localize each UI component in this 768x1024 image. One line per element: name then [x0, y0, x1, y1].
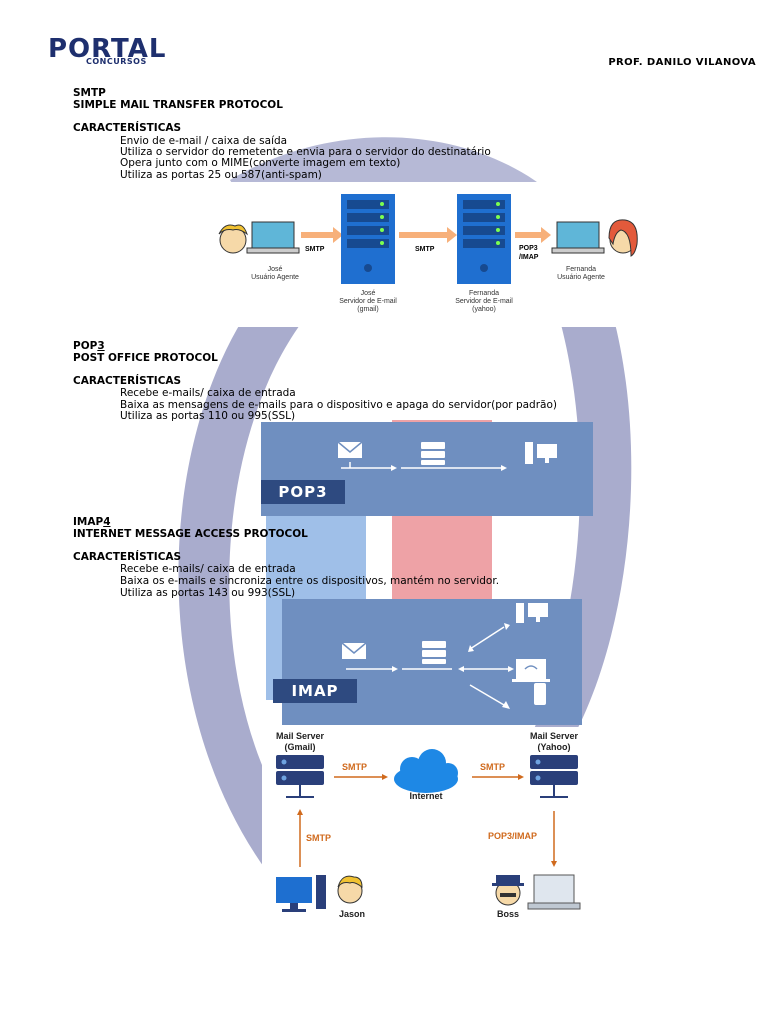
smtp-arrow-label: SMTP — [415, 246, 435, 253]
imap-tag: IMAP — [273, 679, 357, 703]
laptop-icon — [551, 221, 605, 254]
smtp-arrow-label: SMTP — [305, 246, 325, 253]
author-name: PROF. DANILO VILANOVA — [608, 57, 756, 68]
imap-diagram-graphic — [341, 603, 550, 709]
smtp-acronym: SMTP — [73, 87, 106, 99]
pop3-acronym: POP3 — [73, 340, 105, 352]
user-boss-label: Boss — [496, 909, 519, 919]
receiver-label: Fernanda Usuário Agente — [557, 266, 605, 281]
desktop-icon — [516, 603, 548, 623]
smtp-left-label: SMTP — [342, 762, 368, 772]
portal-logo: PORTAL CONCURSOS — [48, 34, 165, 68]
desktop-icon — [525, 442, 557, 464]
phone-icon — [534, 683, 546, 705]
mail-server-gmail-icon — [276, 755, 324, 798]
internet-label: Internet — [409, 791, 443, 801]
pop3-acronym-prefix: POP — [73, 340, 98, 352]
logo-sub-text: CONCURSOS — [86, 57, 147, 66]
server-gmail-icon — [341, 194, 395, 284]
user-jason-icon — [337, 875, 363, 904]
laptop-wifi-icon — [512, 659, 550, 682]
logo-main-text: PORTAL — [48, 34, 167, 64]
laptop-icon — [527, 874, 581, 910]
smtp-feature: Envio de e-mail / caixa de saída — [120, 135, 288, 147]
mail-server-yahoo-icon — [530, 755, 578, 798]
mail-server-yahoo-label: Mail Server (Yahoo) — [529, 731, 579, 752]
sender-label: José Usuário Agente — [251, 266, 299, 281]
user-jose-icon — [218, 224, 248, 254]
pop3-acronym-suffix: 3 — [97, 340, 105, 352]
email-icon — [337, 441, 363, 468]
pop3-diagram: POP3 — [261, 422, 593, 516]
pop3-feature: Baixa as mensagens de e-mails para o dis… — [120, 399, 557, 411]
server-yahoo-icon — [457, 194, 511, 284]
smtp-diagram: José Usuário Agente SMTP José Servidor d… — [205, 182, 645, 327]
pop3-feature: Recebe e-mails/ caixa de entrada — [120, 387, 296, 399]
mail-flow-diagram: Mail Server (Gmail) Mail Server (Yahoo) … — [262, 727, 592, 927]
smtp-feature: Utiliza o servidor do remetente e envia … — [120, 146, 491, 158]
desktop-computer-icon — [276, 875, 326, 912]
imap-feature: Utiliza as portas 143 ou 993(SSL) — [120, 587, 296, 599]
imap-acronym-prefix: IMAP — [73, 516, 104, 528]
user-jason-label: Jason — [338, 909, 365, 919]
imap-full-name: INTERNET MESSAGE ACCESS PROTOCOL — [73, 528, 308, 540]
cloud-icon — [394, 749, 458, 793]
server-icon — [421, 442, 445, 465]
smtp-diagram-graphic — [218, 194, 638, 284]
pop3-features-title: CARACTERÍSTICAS — [73, 375, 182, 387]
server-icon — [422, 641, 446, 664]
imap-acronym: IMAP4 — [73, 516, 111, 528]
user-fernanda-icon — [608, 219, 638, 257]
pop-imap-arrow-label: POP3 /IMAP — [519, 245, 539, 261]
imap-feature: Recebe e-mails/ caixa de entrada — [120, 563, 296, 575]
pop3-feature: Utiliza as portas 110 ou 995(SSL) — [120, 410, 296, 422]
imap-diagram: IMAP — [273, 599, 582, 725]
mail-server-gmail-label: Mail Server (Gmail) — [275, 731, 325, 752]
pop-imap-label: POP3/IMAP — [488, 831, 538, 841]
pop3-diagram-graphic — [337, 441, 557, 471]
smtp-features-title: CARACTERÍSTICAS — [73, 122, 182, 134]
laptop-icon — [246, 221, 300, 254]
user-boss-icon — [492, 875, 524, 906]
smtp-full-name: SIMPLE MAIL TRANSFER PROTOCOL — [73, 99, 283, 111]
server-yahoo-label: Fernanda Servidor de E-mail (yahoo) — [455, 290, 513, 313]
imap-feature: Baixa os e-mails e sincroniza entre os d… — [120, 575, 500, 587]
smtp-feature: Opera junto com o MIME(converte imagem e… — [120, 157, 401, 169]
smtp-feature: Utiliza as portas 25 ou 587(anti-spam) — [120, 169, 322, 181]
imap-features-title: CARACTERÍSTICAS — [73, 551, 182, 563]
email-icon — [341, 642, 367, 659]
server-gmail-label: José Servidor de E-mail (gmail) — [339, 290, 397, 313]
pop3-tag: POP3 — [261, 480, 345, 504]
pop3-full-name: POST OFFICE PROTOCOL — [73, 352, 218, 364]
imap-acronym-suffix: 4 — [103, 516, 111, 528]
smtp-up-label: SMTP — [306, 833, 332, 843]
smtp-right-label: SMTP — [480, 762, 506, 772]
mail-flow-graphic — [276, 749, 581, 912]
